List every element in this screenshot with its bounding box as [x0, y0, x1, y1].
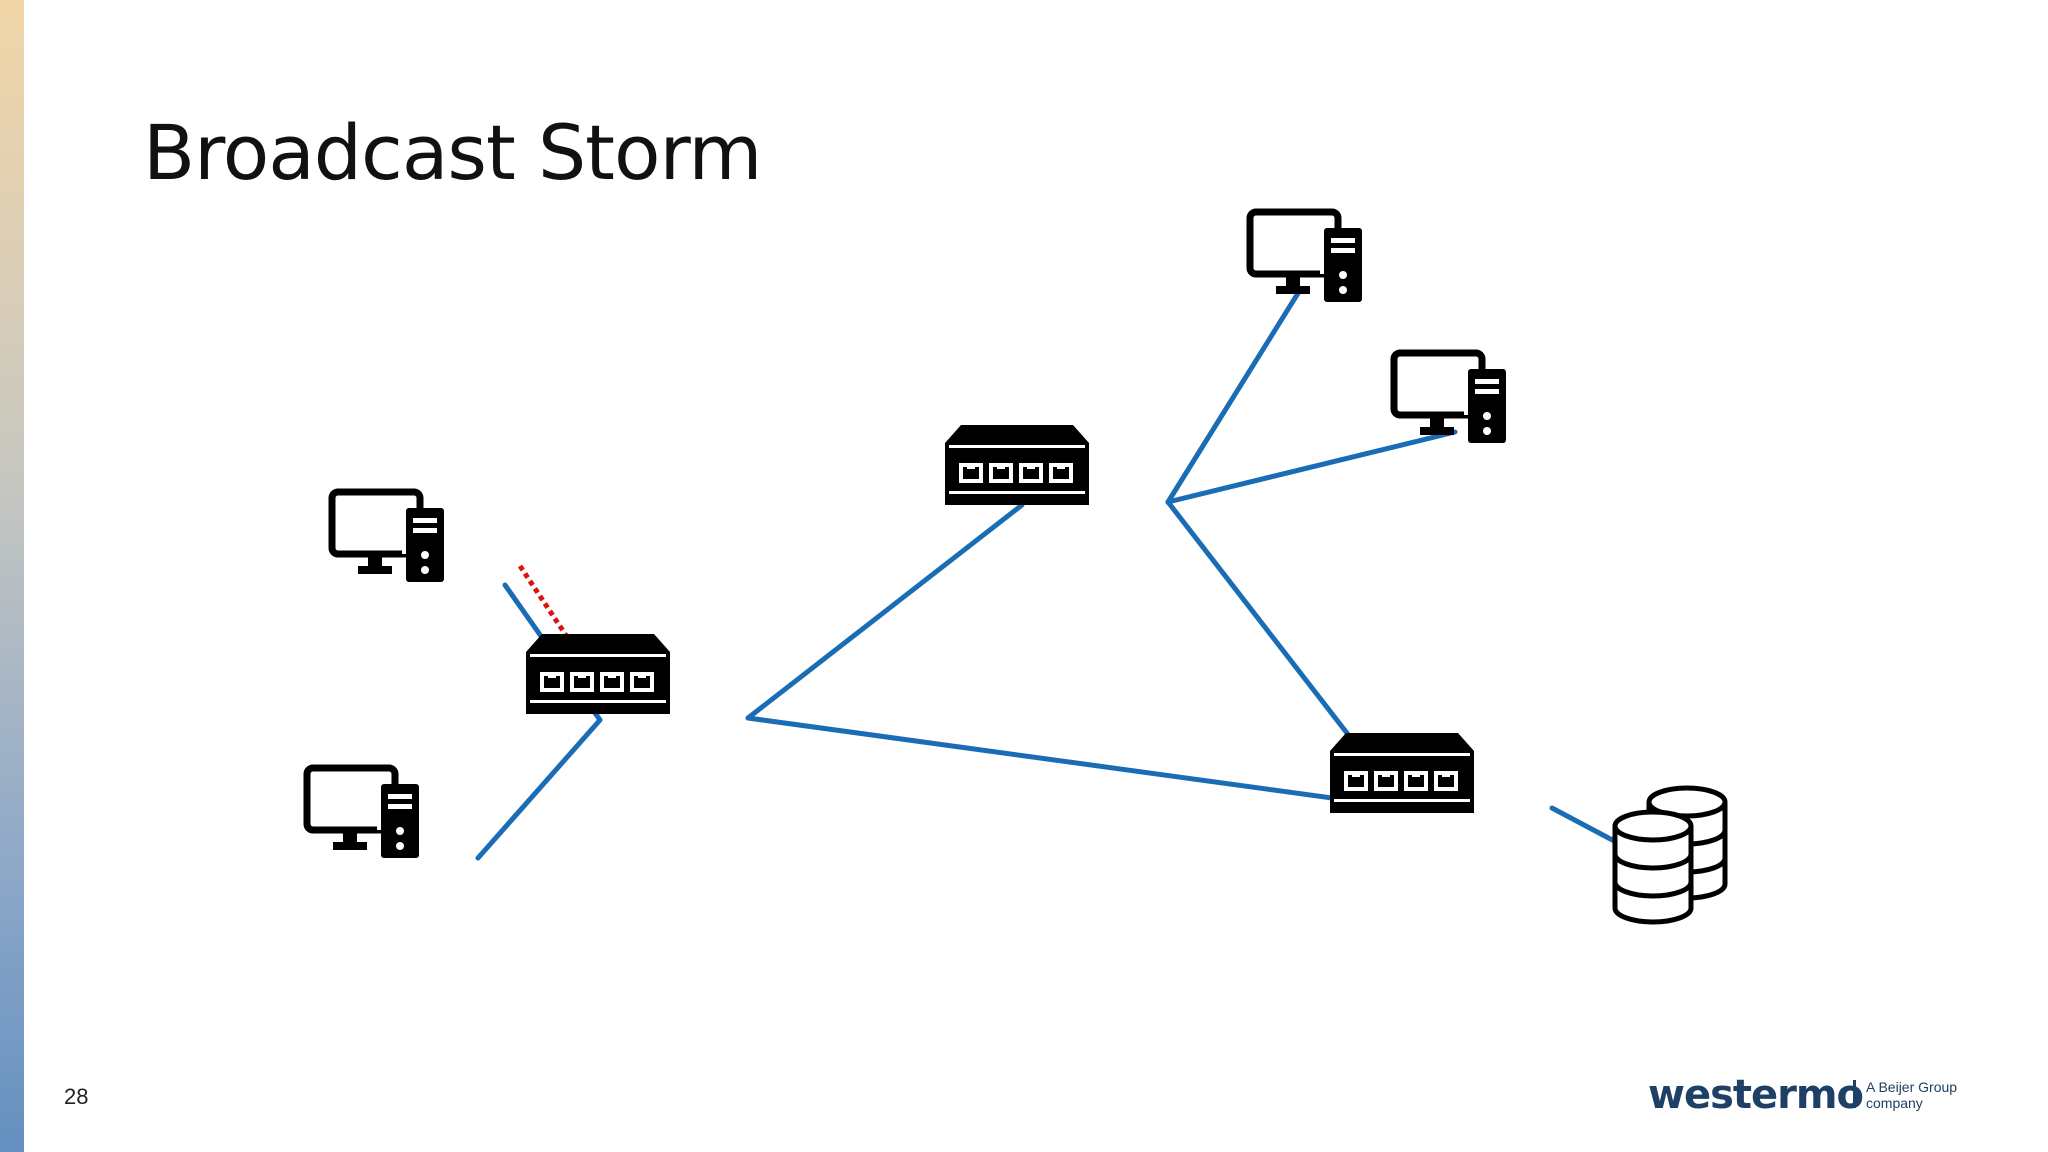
network-switch-icon [945, 425, 1089, 505]
computer-icon [303, 764, 419, 858]
nodes-layer [303, 208, 1728, 925]
broadcast-arrow [517, 564, 591, 673]
slide-title: Broadcast Storm [143, 108, 762, 197]
computer-icon [328, 488, 444, 582]
link-switch-left-switch-right [745, 715, 1408, 811]
link-pc-left-bottom-switch-left [475, 717, 603, 861]
computer-icon [1246, 208, 1362, 302]
accent-sidebar [0, 0, 24, 1152]
logo-tagline-line2: company [1866, 1095, 1923, 1111]
logo-wordmark: westermo [1648, 1072, 1863, 1118]
network-switch-icon [1330, 733, 1474, 813]
logo-tagline-line1: A Beijer Group [1866, 1079, 1957, 1095]
database-icon [1612, 785, 1728, 925]
network-switch-icon [526, 634, 670, 714]
computer-icon [1390, 349, 1506, 443]
link-switch-top-pc-right-middle [1165, 429, 1458, 505]
westermo-logo: westermo A Beijer Group company [1648, 1072, 1957, 1118]
arrow-layer [517, 564, 591, 673]
link-switch-top-pc-right-top [1165, 287, 1303, 505]
page-number: 28 [64, 1084, 89, 1109]
link-switch-left-switch-top [745, 502, 1025, 721]
